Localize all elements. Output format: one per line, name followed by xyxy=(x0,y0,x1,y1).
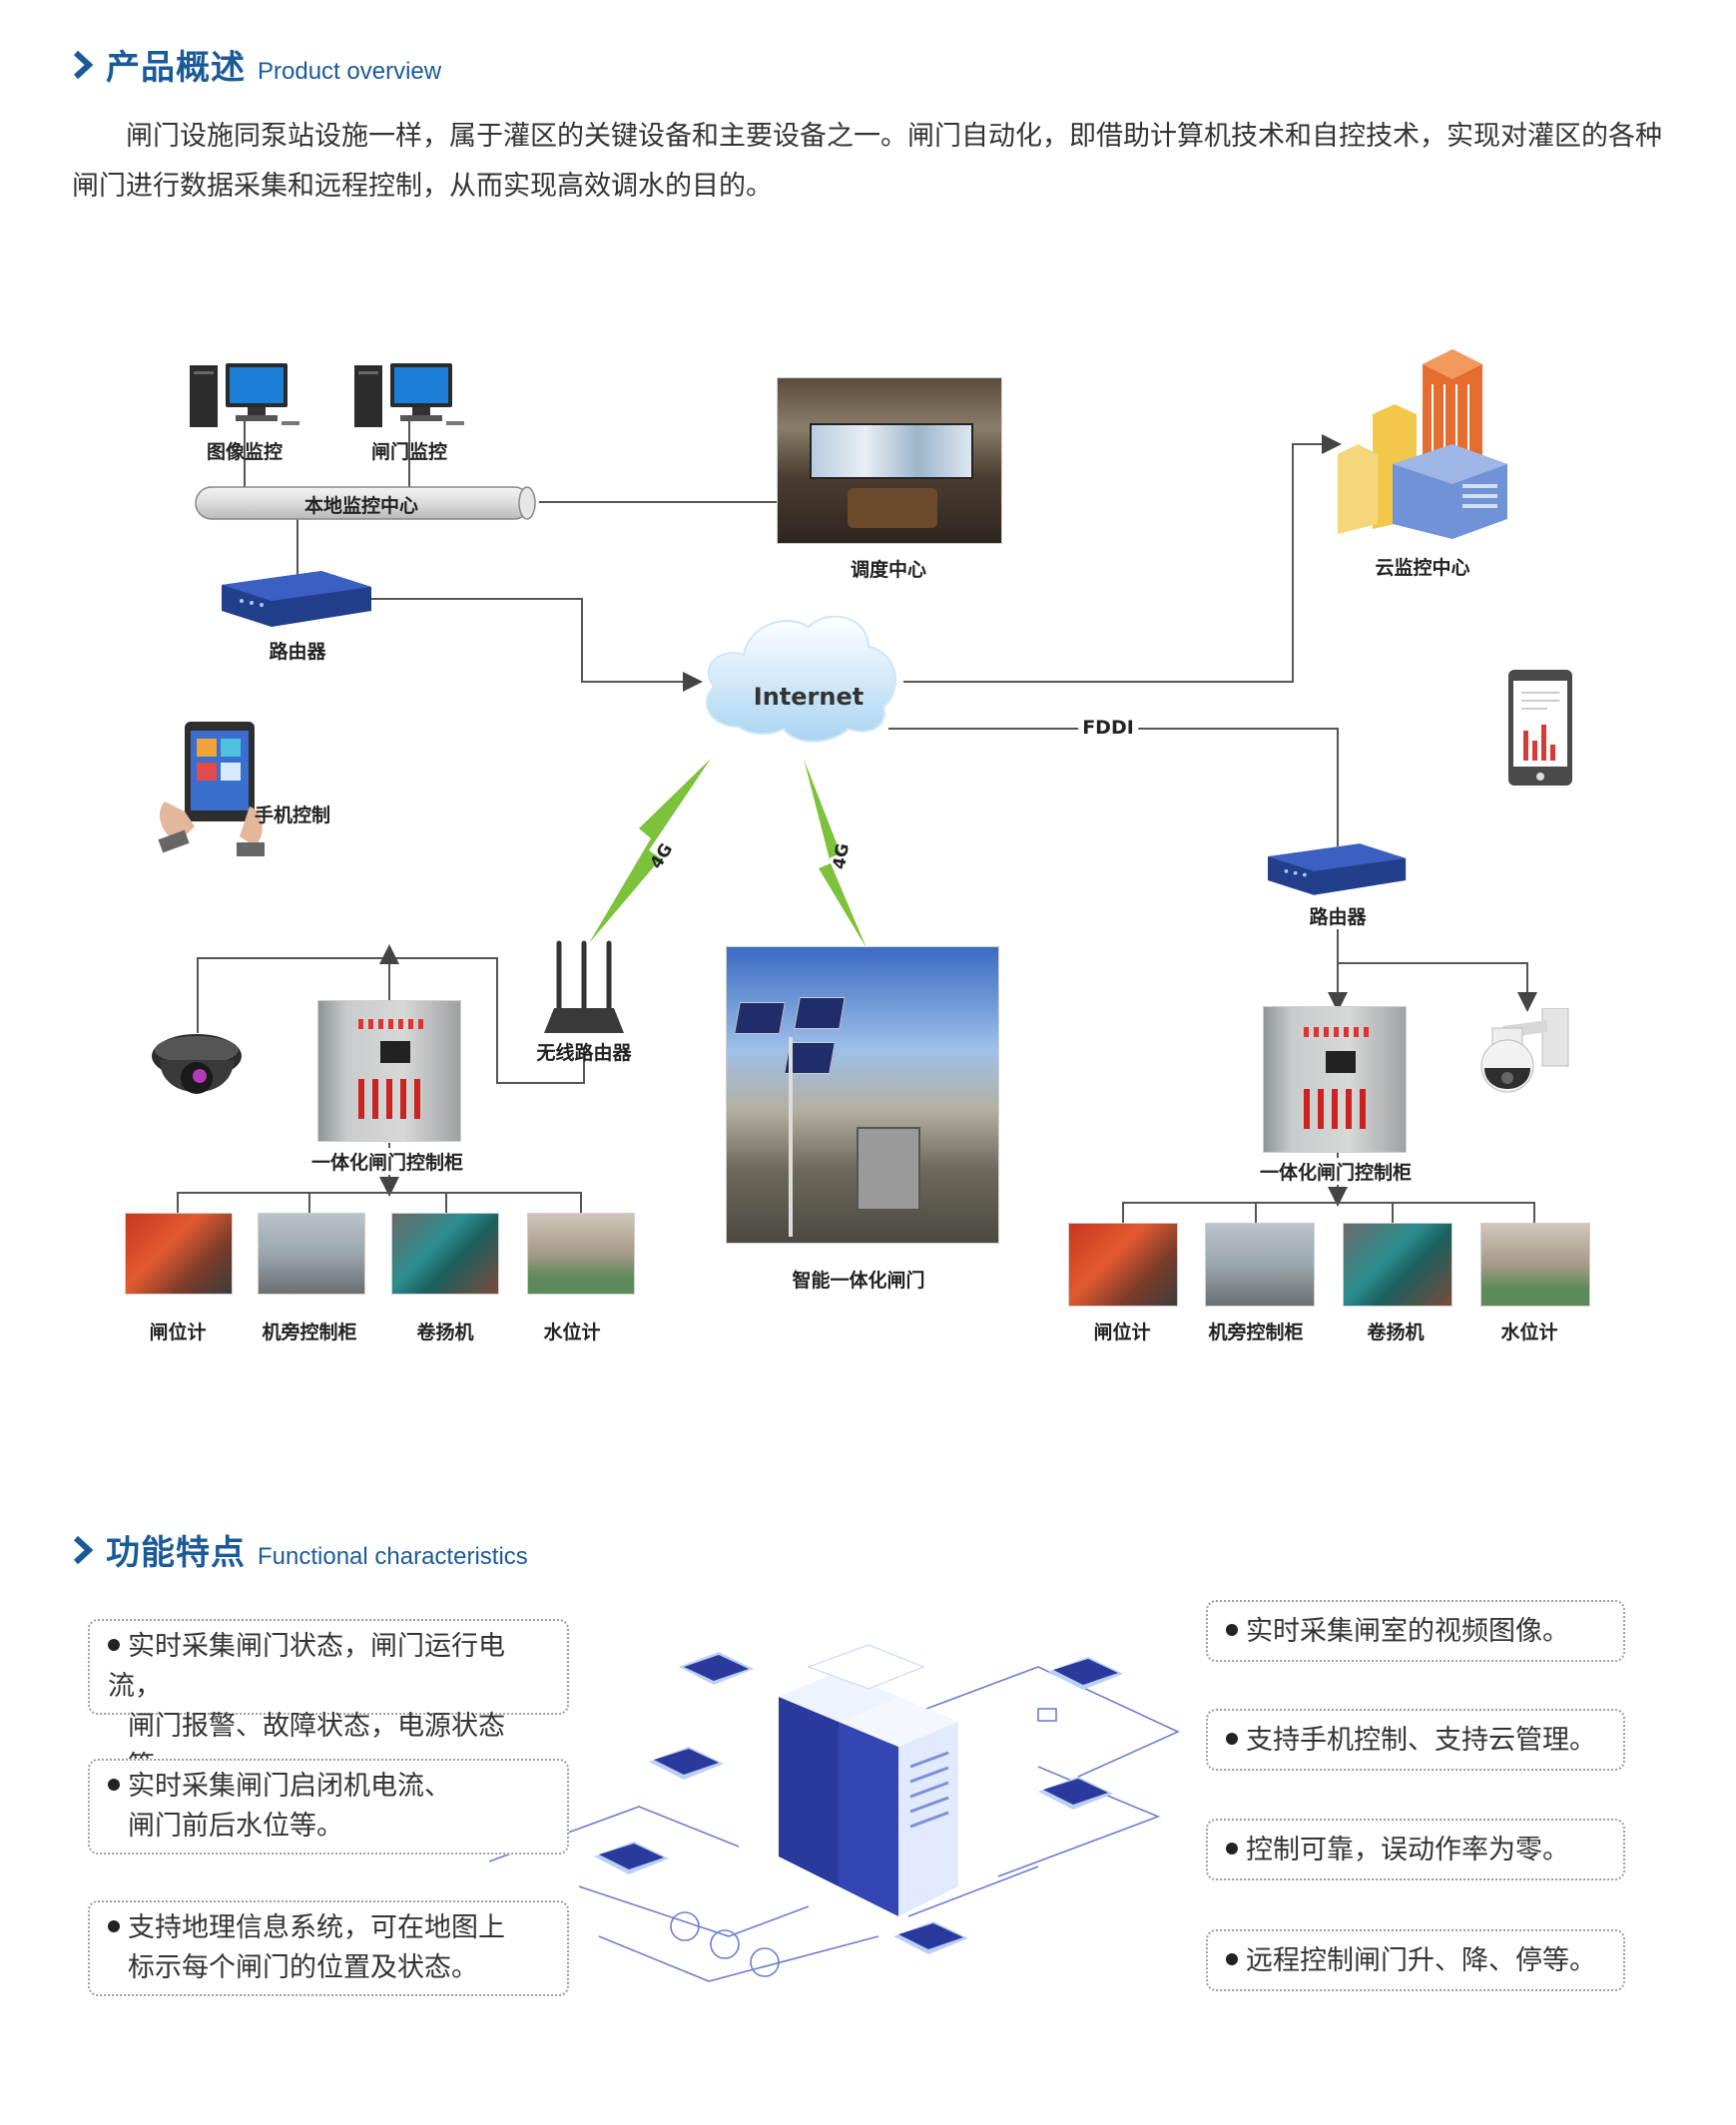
smart-gate-label: 智能一体化闸门 xyxy=(792,1270,925,1292)
smart-gate-photo xyxy=(726,946,999,1244)
device-left-2: 卷扬机 xyxy=(416,1322,474,1343)
gate-position-meter-photo xyxy=(1068,1223,1178,1307)
bullet-icon xyxy=(1226,1623,1238,1636)
diagram-connectors xyxy=(177,417,1537,1223)
buildings-icon xyxy=(1338,349,1507,539)
feature-box-left-2: 支持地理信息系统，可在地图上 标示每个闸门的位置及状态。 xyxy=(88,1900,569,1996)
features-title-en: Functional characteristics xyxy=(258,1543,528,1570)
gate-position-meter-photo xyxy=(125,1213,233,1295)
local-control-cabinet-photo xyxy=(258,1213,365,1295)
feature-right-0: 实时采集闸室的视频图像。 xyxy=(1246,1616,1569,1647)
lightning-icon xyxy=(589,759,711,943)
feature-left-2-line1: 支持地理信息系统，可在地图上 xyxy=(128,1912,505,1943)
bullet-icon xyxy=(108,1638,120,1651)
overview-heading: 产品概述 Product overview xyxy=(72,40,441,89)
device-left-3: 水位计 xyxy=(543,1322,601,1343)
internet-label: Internet xyxy=(753,683,865,711)
dispatch-center-photo xyxy=(777,377,1002,544)
local-control-cabinet-photo xyxy=(1205,1223,1315,1307)
device-right-2: 卷扬机 xyxy=(1367,1322,1425,1343)
bullet-icon xyxy=(108,1919,120,1932)
right-cabinet-photo xyxy=(1263,1006,1407,1153)
device-left-0: 闸位计 xyxy=(149,1322,207,1343)
router-icon xyxy=(1268,843,1407,895)
feature-right-3: 远程控制闸门升、降、停等。 xyxy=(1246,1945,1596,1976)
phone-control-label: 手机控制 xyxy=(254,804,331,826)
smartphone-icon xyxy=(1508,670,1572,786)
device-right-3: 水位计 xyxy=(1500,1322,1558,1343)
bullet-icon xyxy=(1226,1732,1238,1745)
lightning-icon xyxy=(804,759,867,948)
wireless-router-icon xyxy=(544,940,624,1033)
features-title-zh: 功能特点 xyxy=(106,1533,246,1573)
cabinet-right-label: 一体化闸门控制柜 xyxy=(1259,1158,1413,1185)
cloud-center-label: 云监控中心 xyxy=(1375,557,1470,579)
local-center-label: 本地监控中心 xyxy=(303,495,419,517)
hoist-photo xyxy=(391,1213,499,1295)
feature-box-right-3: 远程控制闸门升、降、停等。 xyxy=(1206,1929,1625,1991)
fddi-label: FDDI xyxy=(1078,717,1138,739)
router-icon xyxy=(222,571,371,627)
cloud-icon xyxy=(706,615,896,743)
hoist-photo xyxy=(1343,1223,1452,1307)
feature-left-1-line2: 闸门前后水位等。 xyxy=(128,1811,343,1842)
overview-title-zh: 产品概述 xyxy=(106,48,246,88)
chip-icon xyxy=(679,1652,754,1685)
left-cabinet-photo xyxy=(317,1000,461,1142)
device-left-1: 机旁控制柜 xyxy=(262,1322,357,1343)
device-right-1: 机旁控制柜 xyxy=(1208,1322,1304,1343)
water-level-meter-photo xyxy=(1480,1223,1590,1307)
feature-right-2: 控制可靠，误动作率为零。 xyxy=(1246,1835,1569,1865)
computer-icon xyxy=(190,363,299,427)
router-left-label: 路由器 xyxy=(269,641,326,663)
gate-monitor-label: 闸门监控 xyxy=(370,441,448,463)
feature-box-right-2: 控制可靠，误动作率为零。 xyxy=(1206,1819,1625,1880)
ptz-camera-icon xyxy=(1480,1008,1569,1093)
dispatch-center-label: 调度中心 xyxy=(850,559,927,581)
local-center-pipe xyxy=(195,486,536,520)
device-right-0: 闸位计 xyxy=(1093,1322,1151,1343)
feature-box-left-1: 实时采集闸门启闭机电流、 闸门前后水位等。 xyxy=(88,1759,569,1855)
feature-right-1: 支持手机控制、支持云管理。 xyxy=(1246,1725,1596,1756)
feature-box-left-0: 实时采集闸门状态，闸门运行电流， 闸门报警、故障状态，电源状态等。 xyxy=(88,1619,569,1782)
bullet-icon xyxy=(1226,1842,1238,1855)
computer-icon xyxy=(354,363,464,427)
cabinet-left-label: 一体化闸门控制柜 xyxy=(310,1148,464,1175)
feature-box-right-1: 支持手机控制、支持云管理。 xyxy=(1206,1709,1625,1771)
bullet-icon xyxy=(108,1778,120,1791)
water-level-meter-photo xyxy=(527,1213,635,1295)
feature-left-2-line2: 标示每个闸门的位置及状态。 xyxy=(128,1952,478,1983)
chevron-right-icon xyxy=(73,50,94,79)
wireless-router-label: 无线路由器 xyxy=(536,1042,632,1064)
router-right-label: 路由器 xyxy=(1309,902,1367,929)
dome-camera-icon xyxy=(152,1034,242,1094)
overview-title-en: Product overview xyxy=(258,58,442,85)
features-heading: 功能特点 Functional characteristics xyxy=(72,1525,528,1574)
bullet-icon xyxy=(1226,1952,1238,1965)
feature-left-1-line1: 实时采集闸门启闭机电流、 xyxy=(128,1771,451,1802)
feature-left-0-line1: 实时采集闸门状态，闸门运行电流， xyxy=(108,1631,505,1702)
image-monitor-label: 图像监控 xyxy=(206,441,284,463)
overview-paragraph: 闸门设施同泵站设施一样，属于灌区的关键设备和主要设备之一。闸门自动化，即借助计算… xyxy=(72,121,1662,202)
feature-box-right-0: 实时采集闸室的视频图像。 xyxy=(1206,1600,1625,1662)
tablet-hand-icon xyxy=(158,722,265,856)
chevron-right-icon xyxy=(73,1535,94,1564)
server-illustration xyxy=(488,1644,1180,1982)
